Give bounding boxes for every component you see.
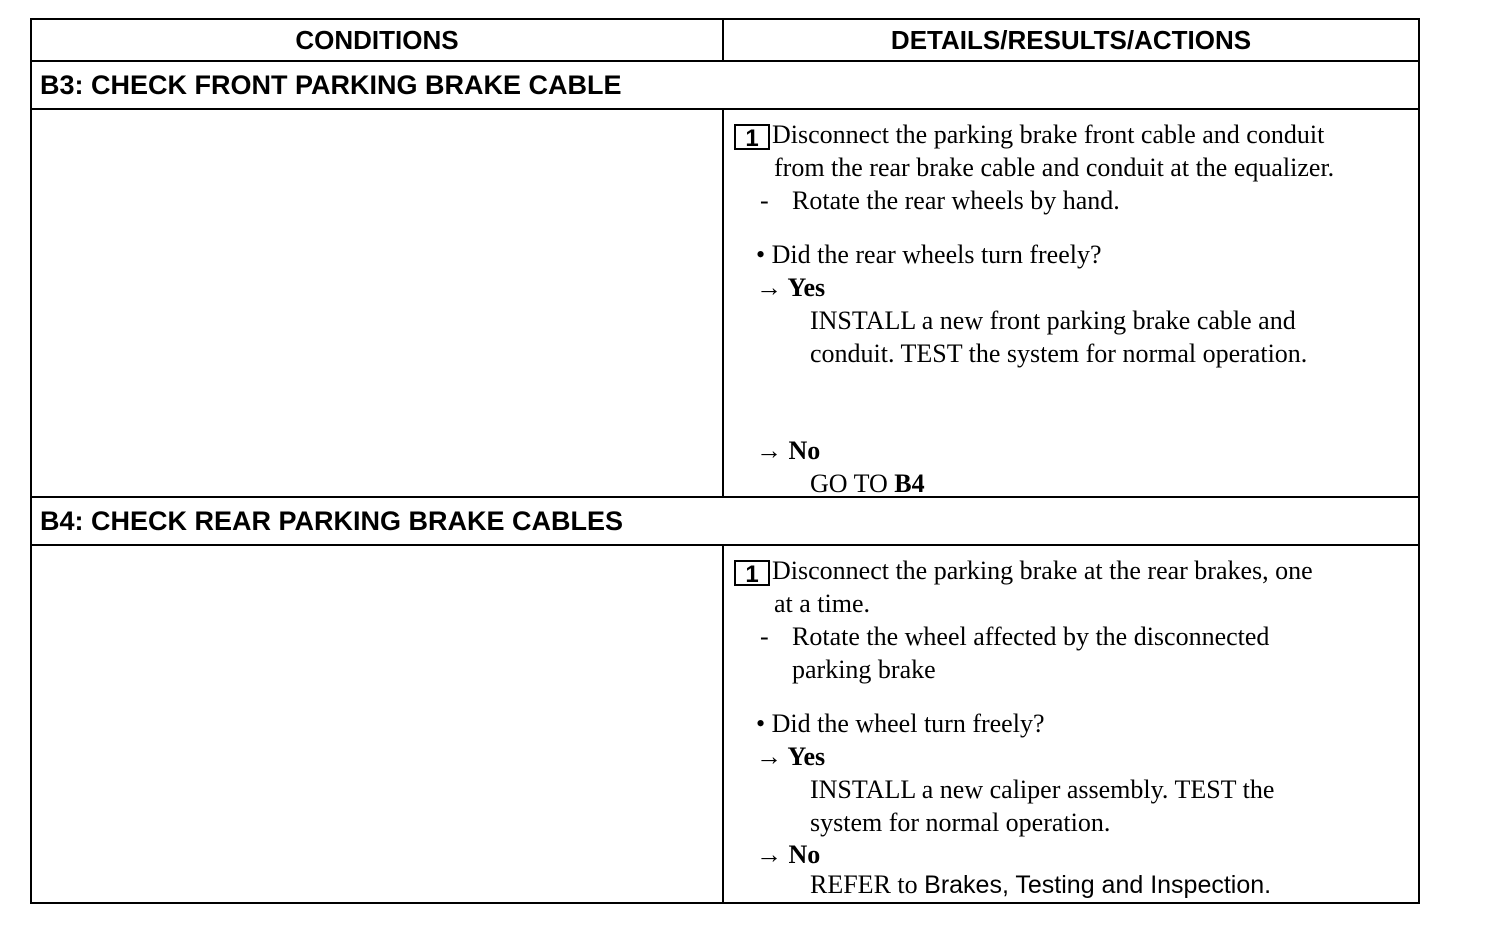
b3-sub-dash: - (760, 186, 769, 215)
b3-no-label: No (788, 436, 821, 465)
b4-step-text1: Disconnect the parking brake at the rear… (772, 556, 1313, 585)
b4-no-text: REFER to (810, 870, 918, 899)
b4-conditions-cell (32, 546, 724, 902)
arrow-right-icon: → (756, 436, 782, 465)
b4-yes-action2: system for normal operation. (810, 808, 1111, 837)
b4-yes-action1: INSTALL a new caliper assembly. TEST the (810, 775, 1275, 804)
conditions-header: CONDITIONS (32, 20, 724, 60)
b3-sub-text: Rotate the rear wheels by hand. (792, 186, 1120, 215)
arrow-right-icon: → (756, 273, 782, 302)
b3-step-number: 1 (734, 124, 770, 152)
arrow-right-icon: → (756, 742, 782, 771)
b4-sub-dash: - (760, 622, 769, 651)
b4-no-line: → No (756, 838, 820, 871)
details-header: DETAILS/RESULTS/ACTIONS (890, 24, 1252, 55)
table-header-row: CONDITIONS DETAILS/RESULTS/ACTIONS (32, 20, 1418, 62)
b3-yes-action1: INSTALL a new front parking brake cable … (810, 306, 1296, 335)
b3-no-action: GO TO B4 (810, 467, 925, 500)
diagnostic-table: CONDITIONS DETAILS/RESULTS/ACTIONS B3: C… (30, 18, 1420, 904)
b4-step-line2: at a time. (774, 589, 871, 618)
b4-yes-label: Yes (787, 742, 826, 771)
b4-no-action: REFER to Brakes, Testing and Inspection. (810, 868, 1271, 902)
b3-step-text1: Disconnect the parking brake front cable… (772, 120, 1325, 149)
b3-step-line2: from the rear brake cable and conduit at… (774, 153, 1335, 182)
b4-no-target: Brakes, Testing and Inspection. (924, 871, 1272, 899)
b4-no-label: No (788, 840, 821, 869)
b4-sub-text1: Rotate the wheel affected by the disconn… (792, 622, 1270, 651)
b3-section-title: B3: CHECK FRONT PARKING BRAKE CABLE (32, 62, 1418, 110)
b4-question: • Did the wheel turn freely? (756, 709, 1045, 738)
b3-question: • Did the rear wheels turn freely? (756, 240, 1102, 269)
b3-no-text: GO TO (810, 469, 888, 498)
b4-sub-text2: parking brake (792, 655, 936, 684)
b3-conditions-cell (32, 110, 724, 496)
b3-yes-label: Yes (787, 273, 826, 302)
arrow-right-icon: → (756, 840, 782, 869)
b3-yes-action2: conduit. TEST the system for normal oper… (810, 339, 1308, 368)
b4-section-title: B4: CHECK REAR PARKING BRAKE CABLES (32, 498, 1418, 546)
b4-step-number: 1 (734, 560, 770, 588)
b3-no-line: → No (756, 434, 820, 467)
b4-yes-line: → Yes (756, 740, 825, 773)
b3-yes-line: → Yes (756, 271, 825, 304)
b3-no-target: B4 (894, 469, 925, 498)
